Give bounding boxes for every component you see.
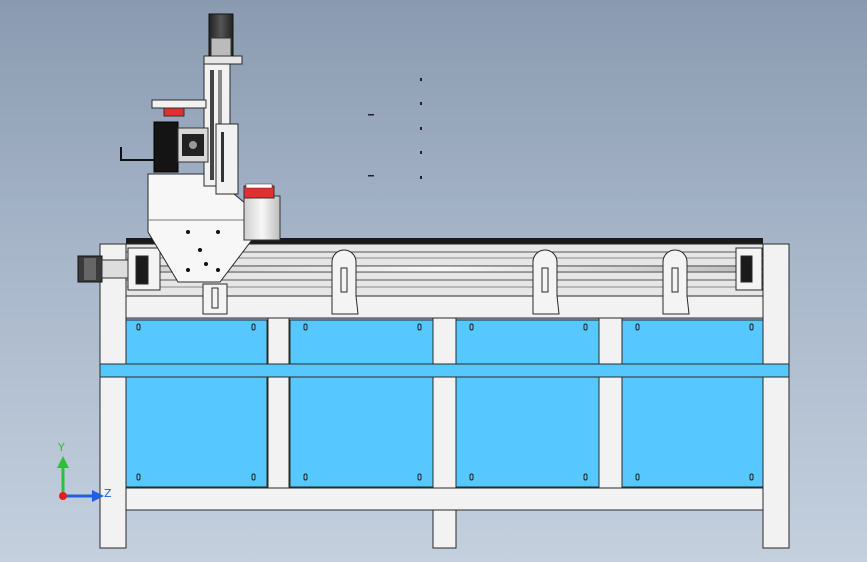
panel	[289, 376, 434, 488]
carriage	[662, 249, 690, 315]
panel	[125, 319, 268, 365]
leg-right	[762, 243, 790, 549]
panel	[621, 376, 764, 488]
stray-marks	[368, 78, 422, 179]
leg-left	[99, 243, 127, 549]
leg-middle	[432, 317, 457, 549]
panel	[125, 376, 268, 488]
spindle	[153, 121, 179, 173]
panel-posts	[267, 317, 623, 489]
carriage	[532, 249, 560, 315]
lower-rails	[125, 295, 764, 511]
post	[598, 317, 623, 489]
panel	[455, 376, 600, 488]
carriage	[331, 249, 359, 315]
panel	[289, 319, 434, 365]
y-axis-label: Y	[58, 441, 65, 454]
carriage	[202, 283, 228, 315]
top-beam	[125, 238, 764, 297]
panels	[125, 319, 764, 488]
post	[267, 317, 290, 489]
blue-crossbar	[99, 363, 790, 378]
panel	[621, 319, 764, 365]
head-assembly	[120, 13, 281, 283]
bottom-rail	[125, 487, 764, 511]
carriages	[202, 249, 690, 315]
x-motor	[77, 255, 129, 283]
end-blocks	[127, 247, 763, 291]
panel	[455, 319, 600, 365]
z-axis-label: Z	[104, 487, 112, 500]
panel-holes	[136, 323, 754, 481]
